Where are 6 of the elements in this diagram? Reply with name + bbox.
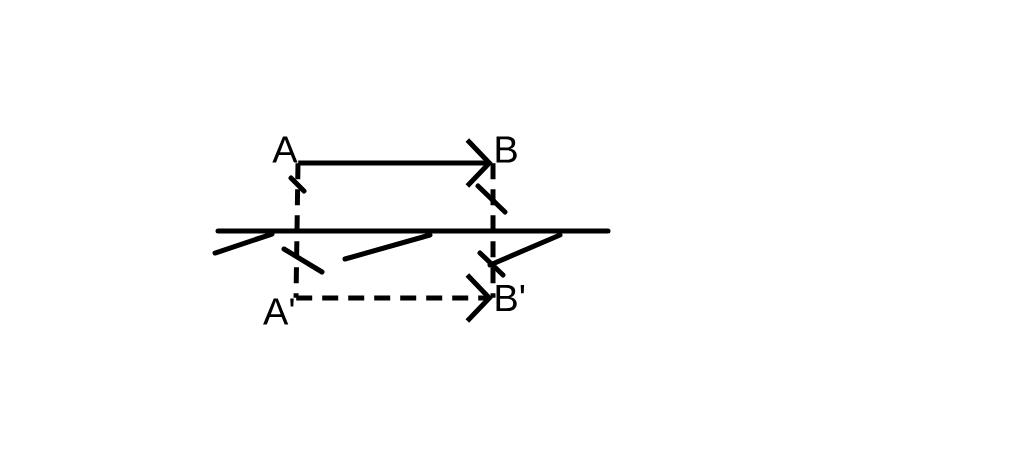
arrow [296,273,493,323]
point-label: B [496,136,517,163]
point-label: A' [263,298,294,325]
arrow [298,138,493,188]
point-label: A [272,136,298,163]
point-label: B' [496,284,525,312]
